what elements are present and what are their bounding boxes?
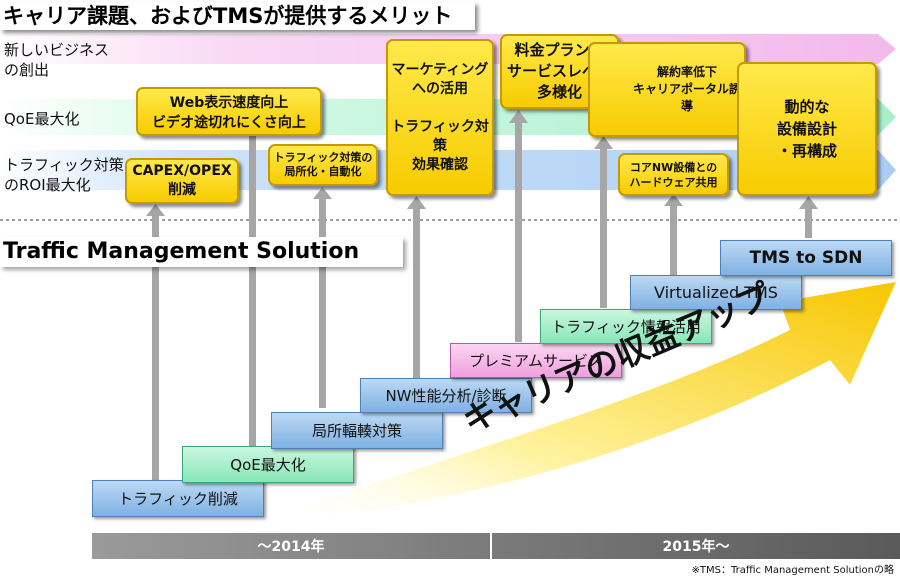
- benefit-localize-automate: トラフィック対策の 局所化・自動化: [268, 144, 378, 186]
- page-title: キャリア課題、およびTMSが提供するメリット: [0, 2, 475, 30]
- step-nw-analysis: NW性能分析/診断: [360, 378, 532, 413]
- benefit-capex-opex: CAPEX/OPEX 削減: [125, 158, 239, 204]
- benefit-churn-portal: 解約率低下 キャリアポータル誘導: [588, 42, 746, 137]
- step-traffic-reduction: トラフィック削減: [92, 480, 264, 517]
- step-local-congestion: 局所輻輳対策: [271, 412, 443, 449]
- step-virtualized-tms: Virtualized TMS: [630, 275, 802, 310]
- row-label-new-business: 新しいビジネス の創出: [4, 41, 110, 79]
- timeline-bar: [92, 533, 900, 559]
- timeline-label-2014: ～2014年: [257, 539, 325, 555]
- revenue-arrow: [265, 282, 896, 522]
- step-traffic-info: トラフィック情報活用: [540, 309, 712, 344]
- connector-arrows: [146, 110, 818, 483]
- row-label-qoe: QoE最大化: [4, 110, 80, 128]
- step-tms-to-sdn: TMS to SDN: [720, 240, 892, 276]
- row-label-roi: トラフィック対策 のROI最大化: [4, 156, 124, 194]
- footnote: ※TMS：Traffic Management Solutionの略: [691, 565, 894, 576]
- tms-section-title: Traffic Management Solution: [0, 237, 403, 267]
- step-qoe-max: QoE最大化: [182, 446, 354, 483]
- timeline-label-2015: 2015年～: [662, 539, 730, 555]
- benefit-web-speed: Web表示速度向上 ビデオ途切れにくさ向上: [136, 87, 322, 136]
- benefit-core-nw: コアNW設備との ハードウェア共用: [618, 153, 729, 196]
- step-premium-service: プレミアムサービス: [450, 343, 622, 378]
- benefit-dynamic-design: 動的な 設備設計 ・再構成: [737, 62, 877, 196]
- benefit-marketing: マーケティング への活用 トラフィック対策 効果確認: [386, 39, 494, 196]
